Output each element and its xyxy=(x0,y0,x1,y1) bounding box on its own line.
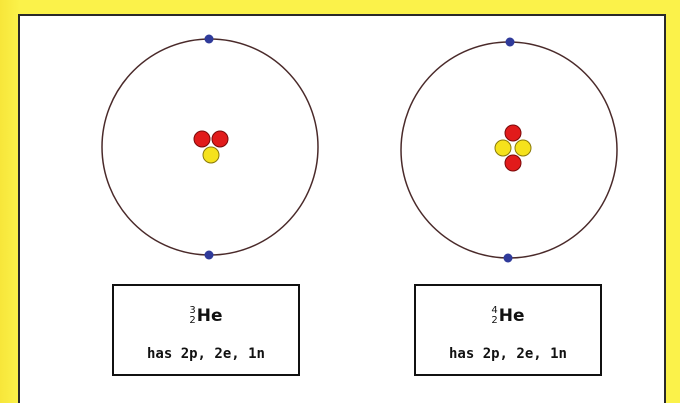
helium-3-proton-2 xyxy=(211,130,229,148)
helium-4-electron-bottom xyxy=(503,253,513,263)
helium-3-scripts: 3 2 xyxy=(189,306,195,326)
helium-3-composition: has 2p, 2e, 1n xyxy=(146,346,265,362)
helium-4-atom xyxy=(400,37,618,263)
helium-4-atomic-number: 2 xyxy=(491,315,498,326)
helium-4-proton-2 xyxy=(504,154,522,172)
helium-3-symbol: He xyxy=(196,306,223,326)
helium-4-electron-top xyxy=(505,37,515,47)
helium-3-mass-number: 3 xyxy=(189,305,196,316)
helium-3-electron-bottom xyxy=(204,250,214,260)
helium-4-proton-1 xyxy=(504,124,522,142)
helium-3-atom xyxy=(101,34,319,260)
helium-4-neutron-1 xyxy=(494,139,512,157)
helium-3-neutron-1 xyxy=(202,146,220,164)
helium-4-symbol: He xyxy=(498,306,525,326)
helium-4-nuclide-notation: 4 2 He xyxy=(416,302,600,330)
helium-4-neutron-2 xyxy=(514,139,532,157)
helium-3-label-box: 3 2 He has 2p, 2e, 1n xyxy=(112,284,300,376)
helium-4-composition: has 2p, 2e, 1n xyxy=(448,346,567,362)
helium-4-label-box: 4 2 He has 2p, 2e, 1n xyxy=(414,284,602,376)
helium-4-nucleus xyxy=(494,124,532,172)
helium-4-mass-number: 4 xyxy=(491,305,498,316)
helium-3-nuclide-notation: 3 2 He xyxy=(114,302,298,330)
helium-3-electron-top xyxy=(204,34,214,44)
helium-3-atomic-number: 2 xyxy=(189,315,196,326)
helium-3-proton-1 xyxy=(193,130,211,148)
helium-3-nucleus xyxy=(193,130,229,164)
helium-4-scripts: 4 2 xyxy=(491,306,497,326)
